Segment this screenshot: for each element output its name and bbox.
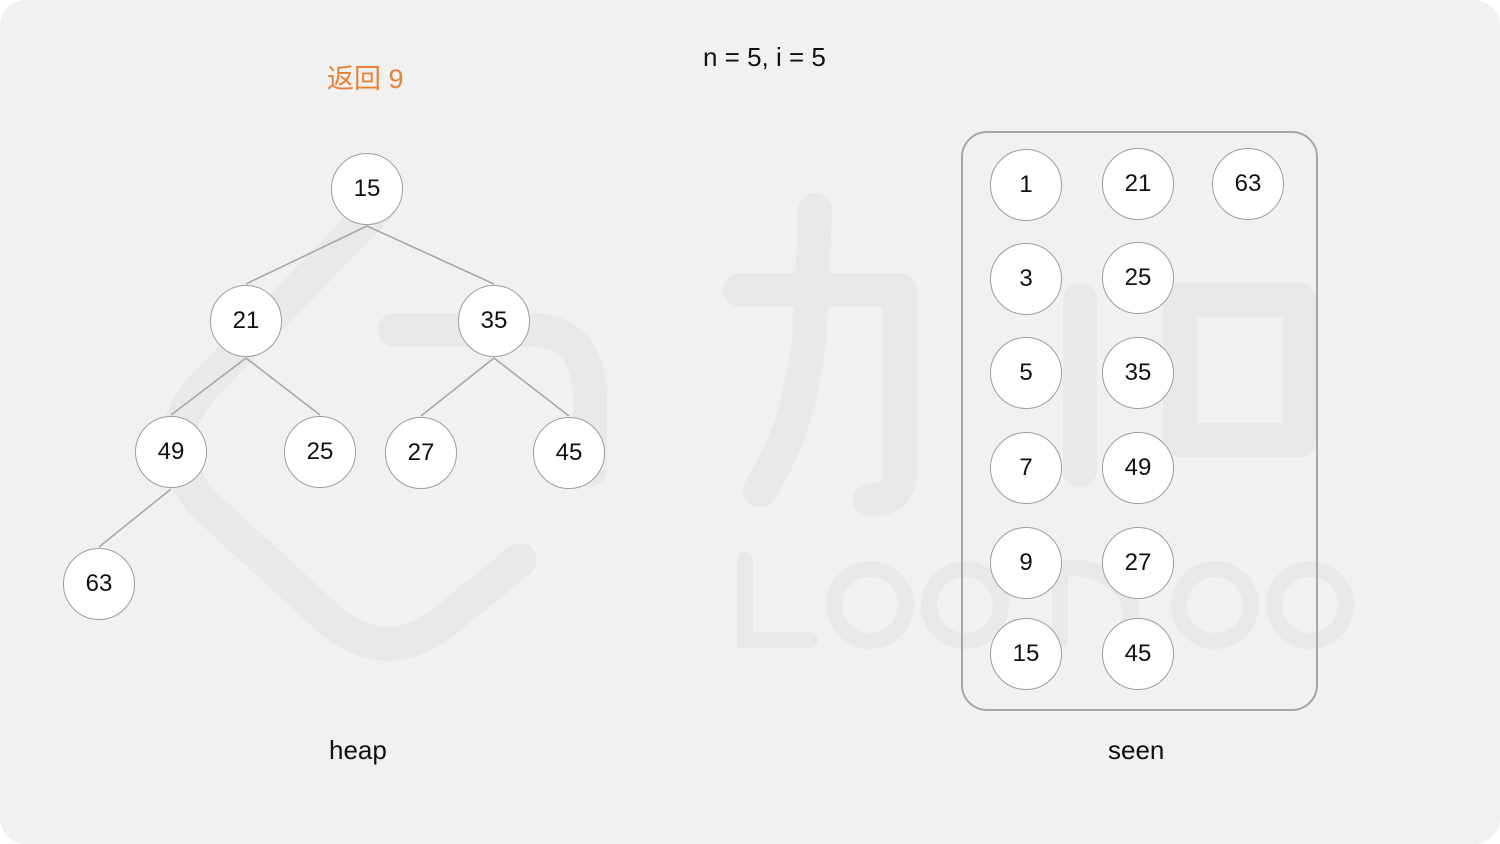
heap-edge: [493, 357, 570, 417]
seen-item: 1: [990, 149, 1062, 221]
heap-label: heap: [329, 735, 387, 765]
heap-edge: [98, 488, 172, 548]
seen-item: 3: [990, 243, 1062, 315]
seen-set-box: [961, 131, 1318, 711]
seen-item: 7: [990, 432, 1062, 504]
seen-item: 9: [990, 527, 1062, 599]
heap-node: 35: [458, 285, 530, 357]
seen-item: 15: [990, 618, 1062, 690]
heap-node: 45: [533, 417, 605, 489]
seen-item: 21: [1102, 148, 1174, 220]
seen-item: 25: [1102, 242, 1174, 314]
seen-item: 45: [1102, 618, 1174, 690]
heap-node: 25: [284, 416, 356, 488]
heap-node: 15: [331, 153, 403, 225]
heap-node: 49: [135, 416, 207, 488]
seen-label: seen: [1108, 735, 1165, 765]
result-label: 返回 9: [327, 64, 404, 94]
heap-node: 63: [63, 548, 135, 620]
heap-edge: [366, 225, 495, 285]
seen-item: 35: [1102, 337, 1174, 409]
seen-item: 5: [990, 337, 1062, 409]
seen-item: 27: [1102, 527, 1174, 599]
heap-edge: [170, 357, 247, 416]
heap-edge: [420, 357, 495, 417]
heap-node: 21: [210, 285, 282, 357]
counter-label: n = 5, i = 5: [703, 42, 826, 72]
heap-edge: [245, 225, 368, 285]
seen-item: 63: [1212, 148, 1284, 220]
seen-item: 49: [1102, 432, 1174, 504]
heap-node: 27: [385, 417, 457, 489]
heap-edge: [245, 357, 321, 416]
